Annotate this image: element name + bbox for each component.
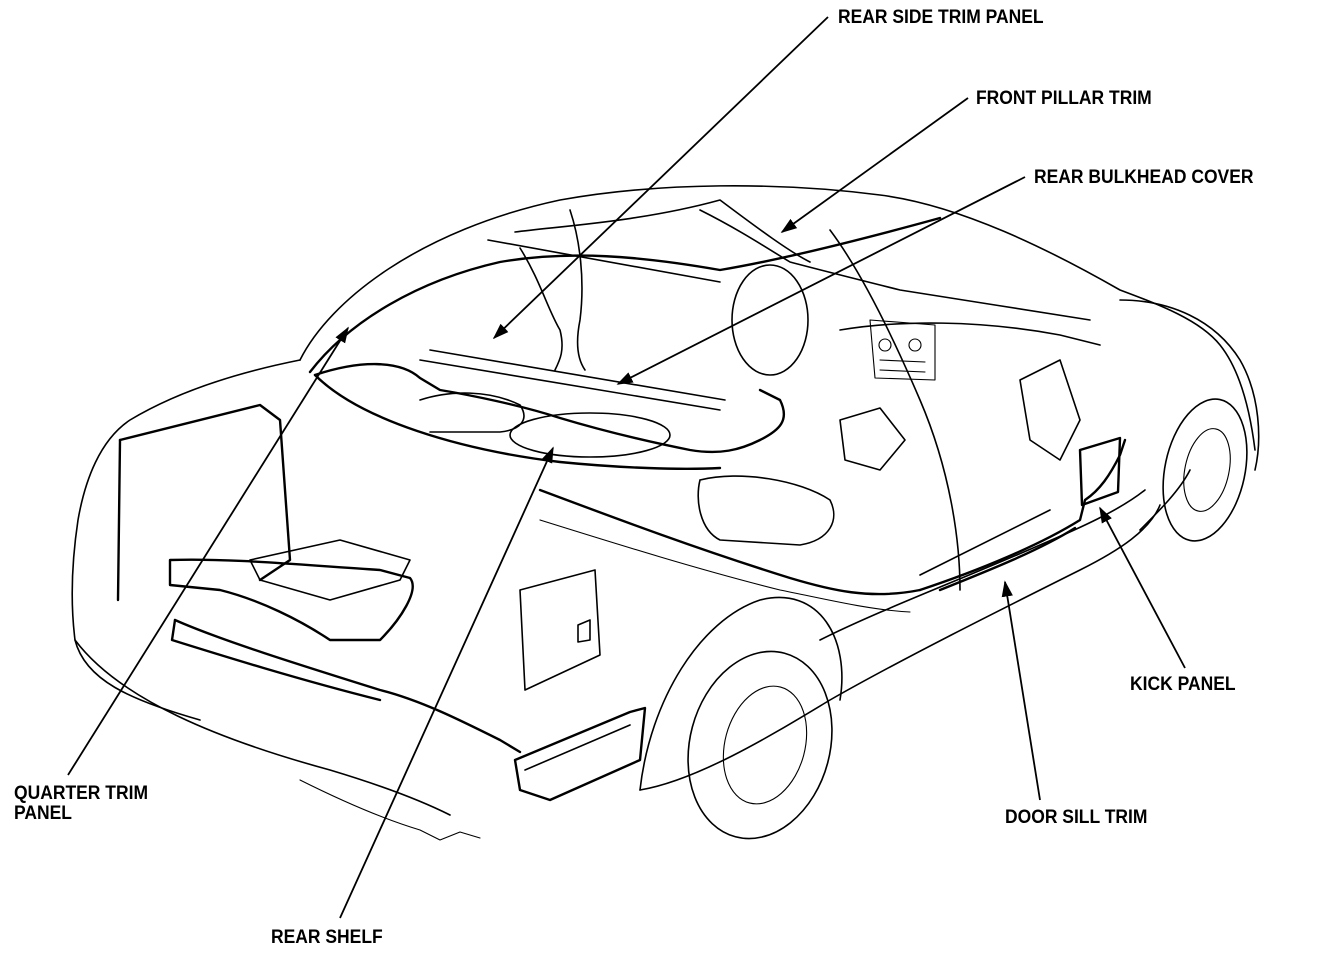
leader-front-pillar-trim	[780, 97, 969, 233]
leader-quarter-trim-panel	[67, 326, 349, 776]
leader-rear-shelf	[339, 446, 554, 919]
front-wheel	[1162, 398, 1248, 542]
label-quarter-trim-panel-line1: QUARTER TRIM	[14, 783, 149, 804]
label-door-sill-trim: DOOR SILL TRIM	[1005, 807, 1148, 828]
leader-rear-bulkhead-cover	[616, 176, 1026, 385]
leader-rear-side-trim-panel	[492, 16, 829, 340]
rear-wheel	[639, 596, 843, 840]
label-rear-shelf: REAR SHELF	[271, 927, 383, 948]
car-body-outline	[71, 185, 1260, 841]
leader-door-sill-trim	[1001, 580, 1041, 801]
label-kick-panel: KICK PANEL	[1130, 674, 1236, 695]
interior-structure	[116, 199, 1127, 802]
label-rear-side-trim-panel: REAR SIDE TRIM PANEL	[838, 7, 1044, 28]
label-rear-bulkhead-cover: REAR BULKHEAD COVER	[1034, 167, 1254, 188]
label-front-pillar-trim: FRONT PILLAR TRIM	[976, 88, 1152, 109]
leader-lines	[67, 16, 1186, 919]
label-quarter-trim-panel-line2: PANEL	[14, 803, 72, 824]
leader-kick-panel	[1099, 506, 1186, 669]
